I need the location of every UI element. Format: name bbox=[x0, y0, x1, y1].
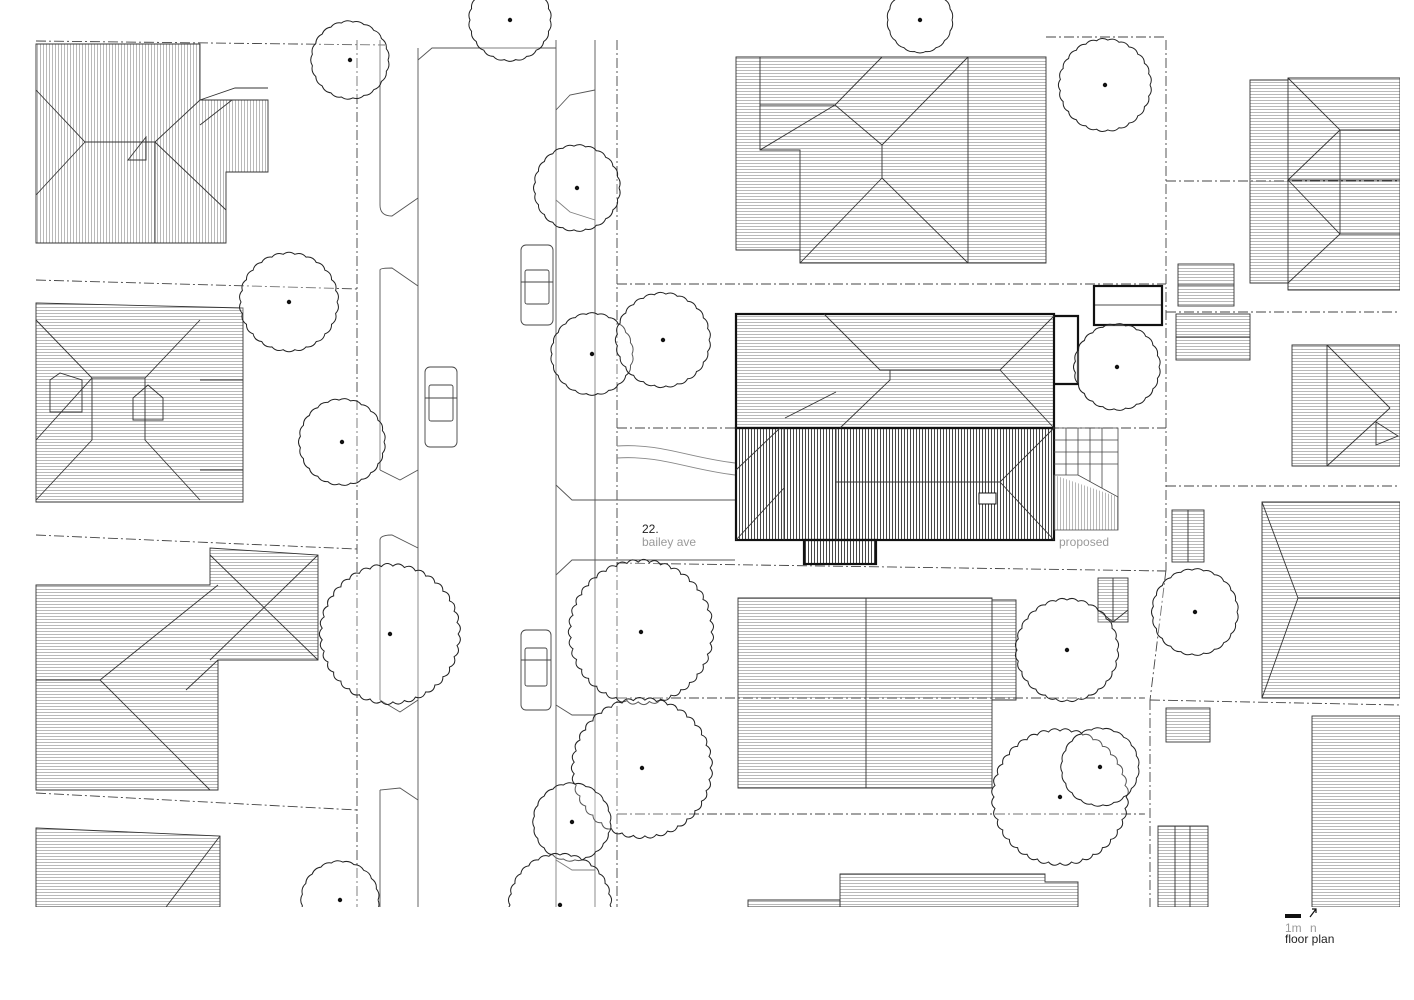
address-number: 22. bbox=[642, 522, 659, 536]
tree-trunk bbox=[387, 631, 393, 637]
street-name: bailey ave bbox=[642, 535, 697, 549]
house-roof bbox=[747, 873, 1079, 907]
tree-trunk bbox=[574, 185, 580, 191]
house-roof bbox=[35, 302, 244, 503]
car bbox=[424, 366, 458, 448]
drawing-title: floor plan bbox=[1285, 932, 1335, 946]
tree-canopy bbox=[300, 860, 380, 907]
tree-trunk bbox=[507, 17, 513, 23]
car bbox=[520, 244, 554, 326]
tree-trunk bbox=[569, 819, 575, 825]
north-label: n bbox=[1310, 921, 1317, 935]
trees bbox=[239, 0, 1239, 907]
tree-trunk bbox=[1114, 364, 1120, 370]
tree-trunk bbox=[286, 299, 292, 305]
tree-trunk bbox=[1064, 647, 1070, 653]
street bbox=[379, 40, 736, 907]
tree-trunk bbox=[589, 351, 595, 357]
tree-trunk bbox=[339, 439, 345, 445]
house-roof bbox=[737, 577, 1129, 789]
scale-bar-icon bbox=[1285, 914, 1301, 918]
proposed-label: proposed bbox=[1059, 535, 1110, 549]
tree-canopy bbox=[468, 0, 552, 62]
tree-trunk bbox=[557, 902, 563, 907]
tree-trunk bbox=[1057, 794, 1063, 800]
tree-canopy bbox=[886, 0, 954, 54]
tree-trunk bbox=[638, 629, 644, 635]
tree-trunk bbox=[660, 337, 666, 343]
tree-trunk bbox=[347, 57, 353, 63]
tree-trunk bbox=[337, 897, 343, 903]
tree-trunk bbox=[1097, 764, 1103, 770]
house-roof bbox=[35, 43, 269, 244]
tree-canopy bbox=[507, 852, 613, 907]
house-roof bbox=[1175, 77, 1400, 361]
house-roof bbox=[735, 56, 1047, 264]
house-roof bbox=[1157, 501, 1400, 907]
tree-trunk bbox=[639, 765, 645, 771]
tree-trunk bbox=[1102, 82, 1108, 88]
proposed-house bbox=[734, 284, 1164, 566]
house-roof bbox=[35, 827, 221, 907]
car bbox=[520, 629, 552, 711]
tree-trunk bbox=[917, 17, 923, 23]
north-arrow-icon bbox=[1309, 908, 1317, 918]
tree-trunk bbox=[1192, 609, 1198, 615]
house-roof bbox=[35, 547, 319, 791]
house-roof bbox=[1291, 344, 1400, 467]
scale-label: 1m bbox=[1285, 921, 1302, 935]
